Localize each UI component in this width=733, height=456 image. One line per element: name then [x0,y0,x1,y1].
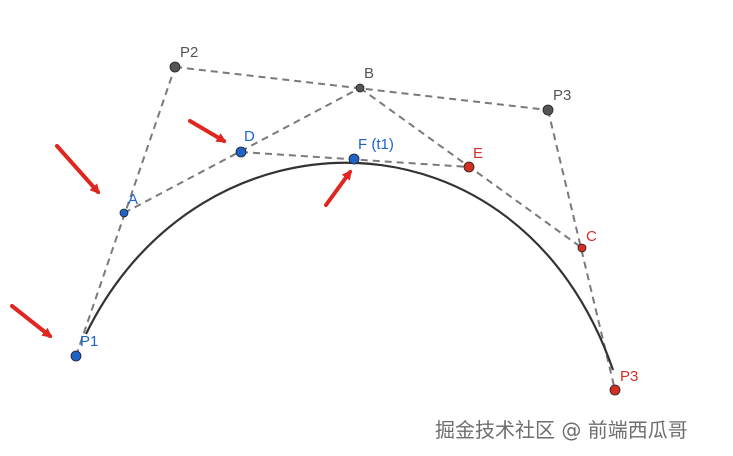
point-b [355,83,365,93]
watermark-text: 掘金技术社区 @ 前端西瓜哥 [435,418,688,442]
label-c: C [586,228,597,245]
point-f [348,153,360,165]
arrow-to-a [55,144,100,195]
point-d [235,146,247,158]
label-p1: P1 [80,333,98,350]
point-p1 [70,350,82,362]
arrow-to-d [188,119,227,143]
label-p3-control: P3 [553,87,571,104]
label-f: F (t1) [358,136,394,153]
label-e: E [473,145,483,162]
arrow-to-f [324,169,352,207]
point-p3-control [542,104,554,116]
line-p2-p3 [174,66,549,111]
point-p3-end [609,384,621,396]
label-a: A [128,191,138,208]
arrow-to-p1 [10,304,53,338]
label-p3-end: P3 [620,368,638,385]
point-a [119,208,129,218]
label-b: B [364,65,374,82]
construction-lines [75,66,616,391]
label-d: D [244,128,255,145]
pointer-arrows [10,119,352,338]
point-c [577,243,587,253]
point-e [463,161,475,173]
points [70,61,621,396]
point-p2 [169,61,181,73]
bezier-curve [85,161,615,371]
label-p2: P2 [180,44,198,61]
line-p1-p2 [75,66,176,357]
